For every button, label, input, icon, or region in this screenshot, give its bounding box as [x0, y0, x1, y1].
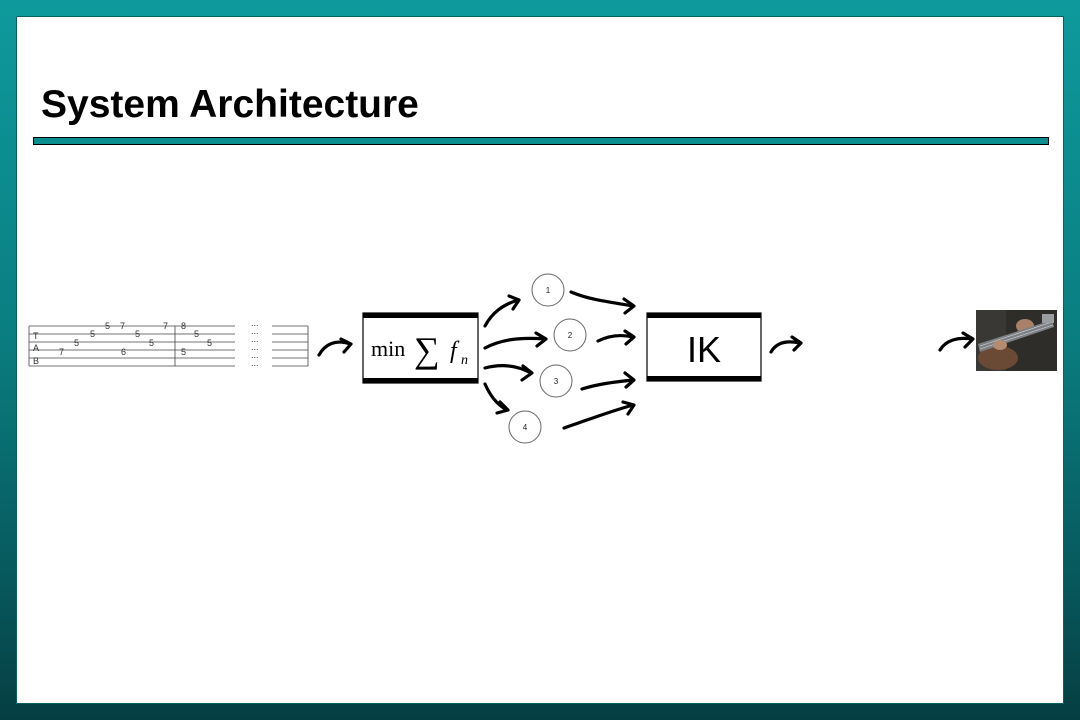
tablature: T A B 5 7 7 8 5 5 5 5 5 5 7 6 5 ... ... …: [28, 318, 309, 368]
tab-ellipsis: ...: [251, 350, 259, 360]
optimizer-box: min ∑ f n: [362, 312, 479, 384]
tab-letter-t: T: [33, 331, 39, 341]
tab-note: 5: [149, 338, 154, 348]
tab-ellipsis: ...: [251, 318, 259, 328]
tab-note: 7: [59, 347, 64, 357]
tab-note: 5: [105, 321, 110, 331]
candidate-number: 2: [568, 331, 573, 340]
tab-note: 7: [120, 321, 125, 331]
slide-title: System Architecture: [41, 83, 419, 126]
tab-note: 5: [135, 329, 140, 339]
candidate-2: 2: [553, 318, 587, 352]
slide: System Architecture: [16, 16, 1064, 704]
ik-label: IK: [687, 329, 721, 370]
tab-note: 7: [163, 321, 168, 331]
f-label: f: [450, 338, 460, 364]
tab-letter-b: B: [33, 356, 39, 366]
guitar-playing-photo-icon: [976, 310, 1057, 371]
tab-note: 5: [90, 329, 95, 339]
arrow-from-ik: [769, 335, 803, 354]
candidate-4: 4: [508, 410, 542, 444]
tab-note: 5: [74, 338, 79, 348]
tab-note: 8: [181, 321, 186, 331]
tab-note: 6: [121, 347, 126, 357]
n-label: n: [461, 353, 468, 368]
sum-symbol: ∑: [414, 330, 440, 370]
arrows-optimizer-to-candidates: [483, 294, 548, 415]
tab-ellipsis: ...: [251, 358, 259, 368]
tab-ellipsis: ...: [251, 334, 259, 344]
arrows-candidates-to-ik: [562, 290, 636, 430]
candidate-number: 4: [523, 423, 528, 432]
candidate-number: 1: [546, 286, 551, 295]
ik-box: IK: [646, 312, 762, 382]
candidate-number: 3: [554, 377, 559, 386]
min-label: min: [371, 336, 405, 361]
tab-note: 5: [194, 329, 199, 339]
tab-ellipsis: ...: [251, 342, 259, 352]
tab-ellipsis: ...: [251, 326, 259, 336]
title-rule: [33, 137, 1049, 145]
tab-note: 5: [181, 347, 186, 357]
tab-letter-a: A: [33, 343, 39, 353]
tab-note: 5: [207, 338, 212, 348]
candidate-1: 1: [531, 273, 565, 307]
candidate-3: 3: [539, 364, 573, 398]
arrow-tab-to-optimizer: [317, 337, 353, 357]
arrow-to-output: [938, 331, 975, 352]
